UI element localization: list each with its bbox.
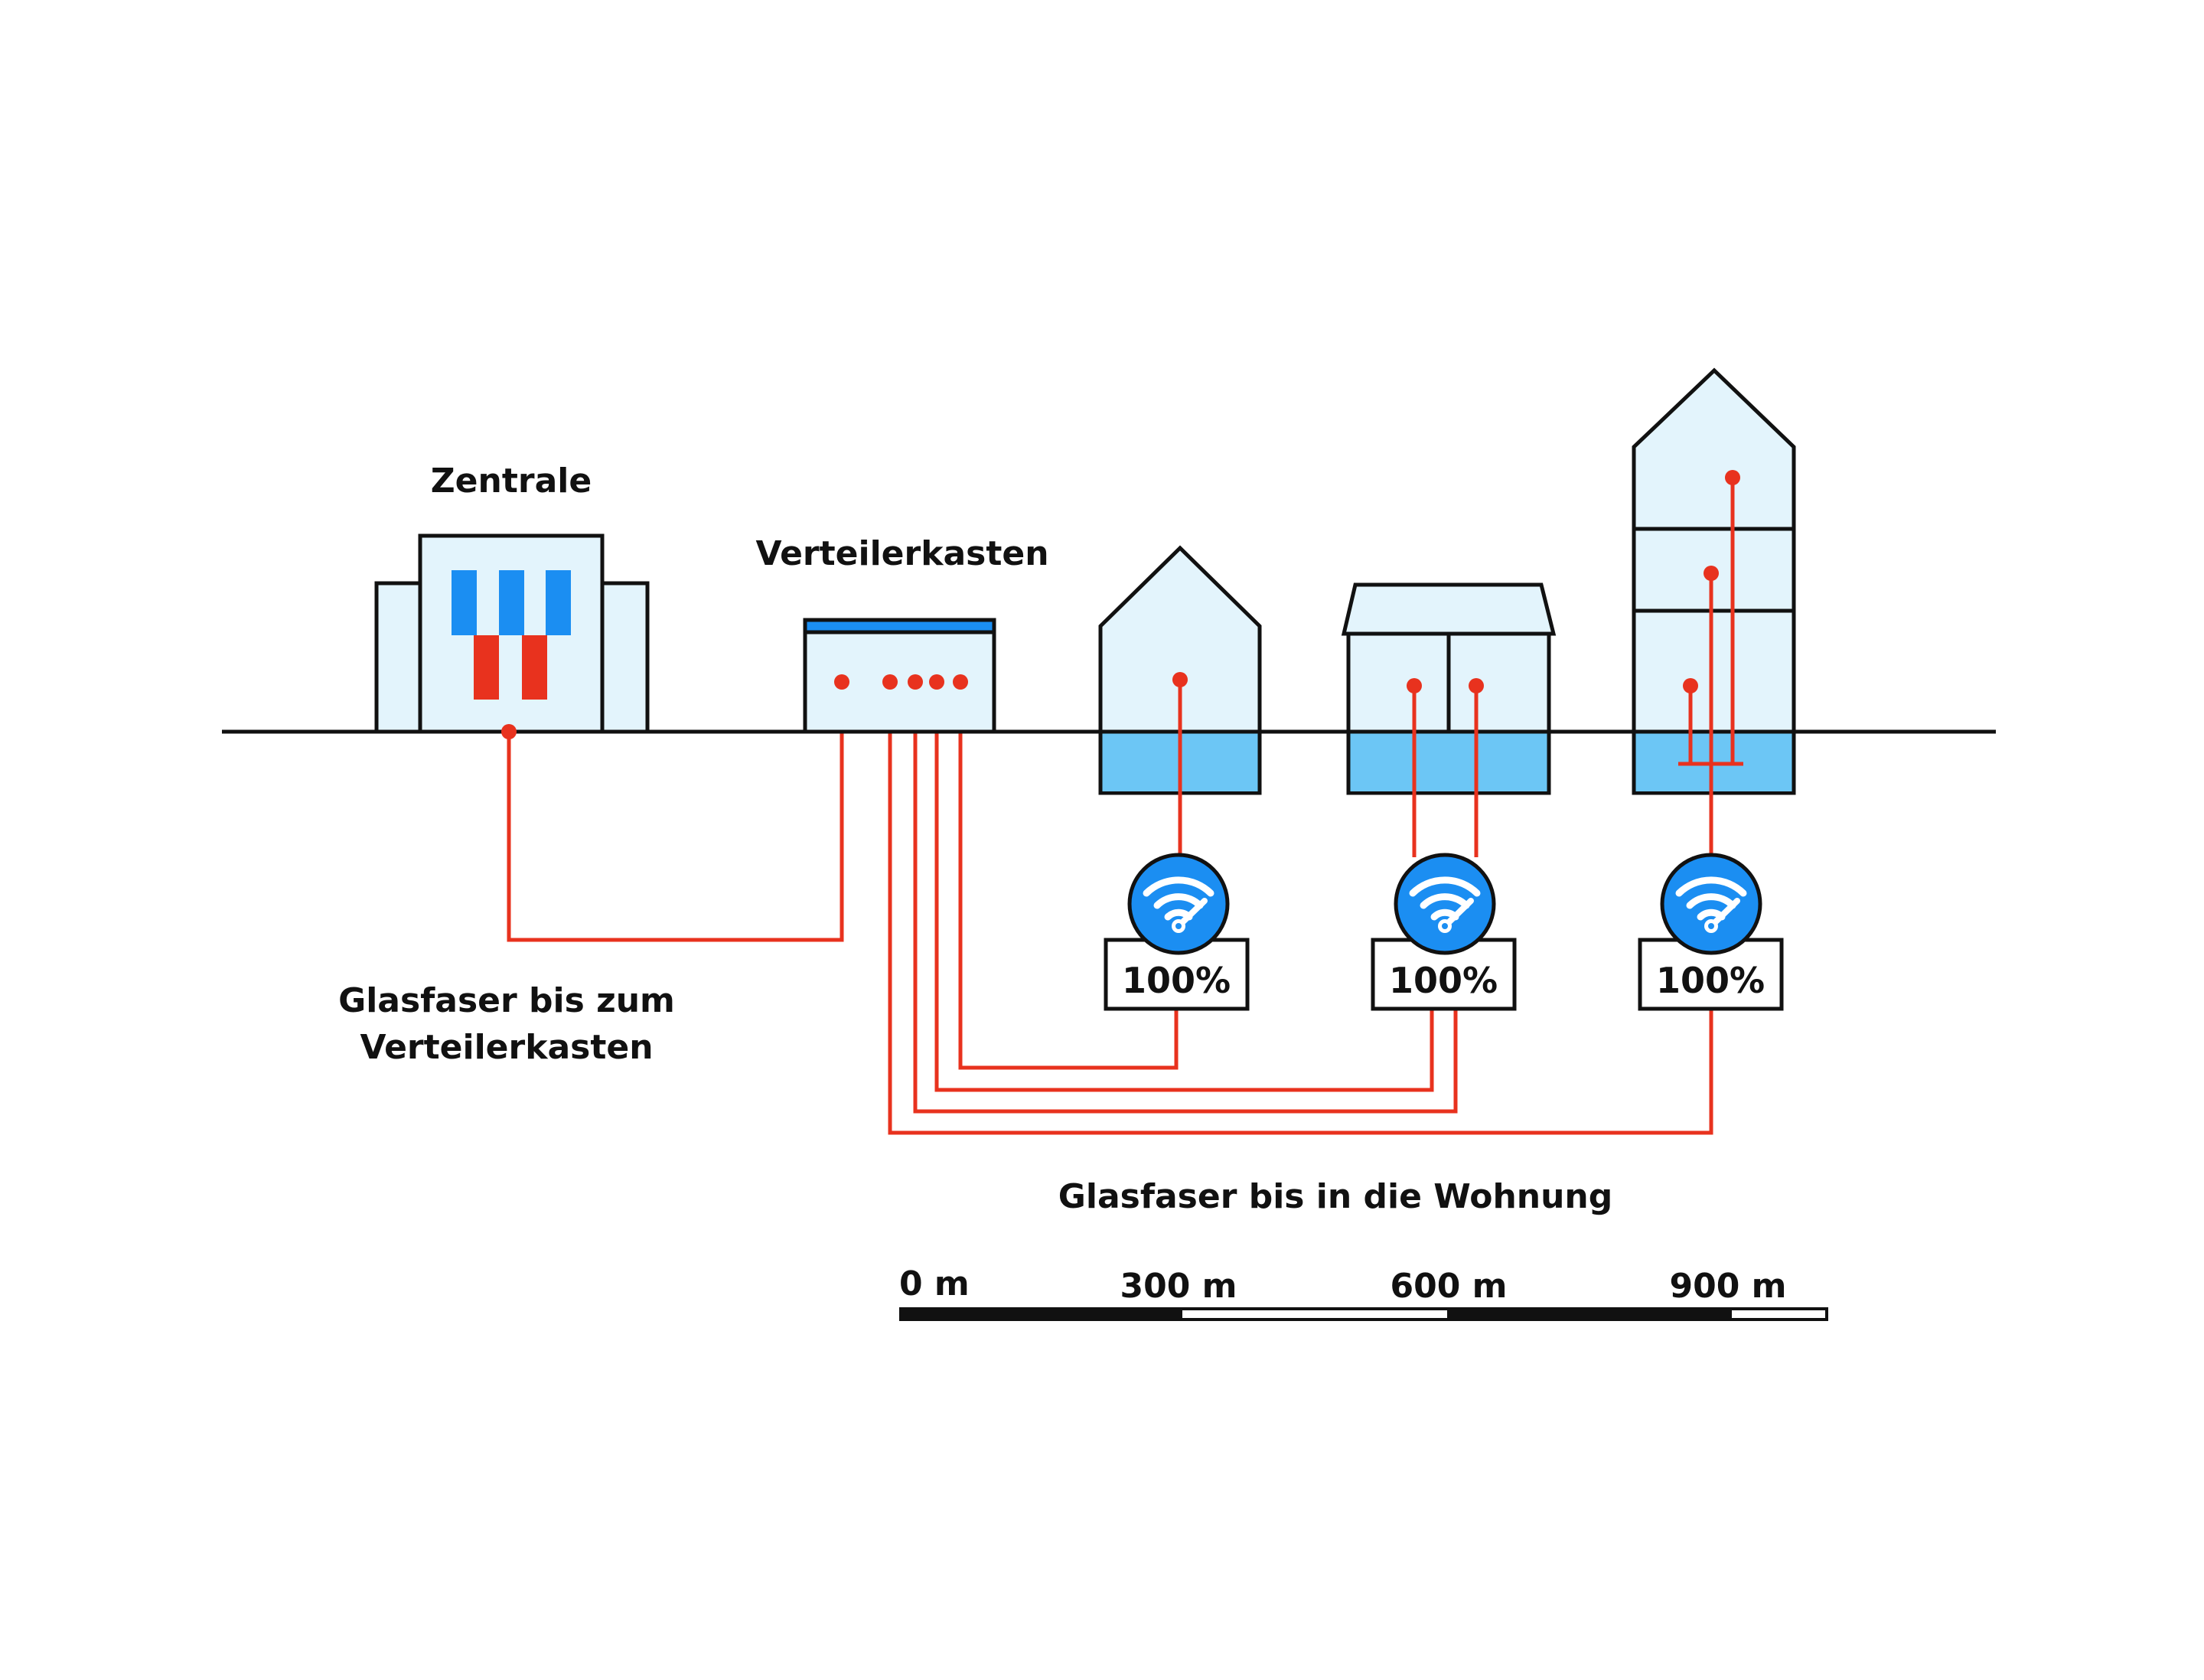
central-left-wing <box>374 581 425 734</box>
cabinet-body <box>803 618 996 734</box>
central-red-bar-1 <box>474 635 499 700</box>
central-blue-bar-1 <box>452 570 477 635</box>
house-2-outlet-dot-a <box>1407 678 1422 693</box>
wifi-speedometer-icon <box>1394 853 1496 955</box>
cabinet-port-dot-2 <box>882 674 898 690</box>
label-fttc-line1: Glasfaser bis zum <box>338 981 675 1020</box>
label-cabinet: Verteilerkasten <box>755 534 1048 573</box>
tower-outlet-dot-1 <box>1683 678 1698 693</box>
tower-outlet-dot-3 <box>1725 470 1740 485</box>
central-red-bar-2 <box>522 635 547 700</box>
label-ftth: Glasfaser bis in die Wohnung <box>1058 1177 1613 1216</box>
speed-indicator-2: 100% <box>1371 853 1517 1011</box>
scale-tick-300: 300 m <box>1120 1267 1237 1306</box>
apartment-tower <box>1632 367 1796 795</box>
house-2-outlet-dot-b <box>1469 678 1484 693</box>
fiber-cabinet-to-house1 <box>958 682 1179 1070</box>
house-2-basement-fill <box>1350 733 1547 791</box>
cabinet-port-dot-3 <box>908 674 923 690</box>
house-2 <box>1341 582 1557 795</box>
cabinet-port-dot-1 <box>834 674 849 690</box>
fiber-cabinet-to-house3 <box>888 682 1713 1135</box>
speed-indicator-1: 100% <box>1104 853 1250 1011</box>
house-2-roof <box>1341 582 1557 636</box>
central-right-wing <box>599 581 650 734</box>
scale-bar: 0 m 300 m 600 m 900 m <box>899 1264 1828 1321</box>
central-office-building <box>374 533 650 734</box>
scale-segment-3 <box>1449 1307 1730 1321</box>
tower-outline <box>1632 367 1796 795</box>
cabinet-lid <box>803 618 996 634</box>
speed-value-1: 100% <box>1122 960 1231 1001</box>
label-fttc-line2: Verteilerkasten <box>360 1028 653 1067</box>
speed-indicator-3: 100% <box>1638 853 1784 1011</box>
central-blue-bar-2 <box>499 570 524 635</box>
in-house-fiber <box>1178 478 1743 857</box>
speed-value-3: 100% <box>1656 960 1765 1001</box>
scale-segment-2 <box>1179 1307 1450 1321</box>
distribution-cabinet <box>803 618 996 734</box>
scale-tick-900: 900 m <box>1669 1267 1786 1306</box>
wifi-speedometer-icon <box>1660 853 1762 955</box>
cabinet-port-dot-4 <box>929 674 944 690</box>
connection-points <box>501 470 1740 739</box>
central-connection-dot <box>501 724 517 739</box>
fiber-cabinet-to-house2-b <box>913 682 1458 1114</box>
scale-segment-4 <box>1729 1307 1828 1321</box>
house-1-outlet-dot <box>1172 672 1188 687</box>
fiber-cabinet-to-house2-a <box>934 682 1434 1092</box>
scale-segment-1 <box>899 1307 1181 1321</box>
central-blue-bar-3 <box>546 570 571 635</box>
speed-value-2: 100% <box>1389 960 1498 1001</box>
cabinet-port-dot-5 <box>953 674 968 690</box>
label-central: Zentrale <box>431 462 592 501</box>
scale-tick-0: 0 m <box>899 1264 970 1303</box>
scale-tick-600: 600 m <box>1390 1267 1507 1306</box>
fiber-lines <box>507 682 1713 1135</box>
wifi-speedometer-icon <box>1127 853 1230 955</box>
tower-outlet-dot-2 <box>1704 566 1719 581</box>
fiber-central-to-cabinet <box>507 682 844 942</box>
